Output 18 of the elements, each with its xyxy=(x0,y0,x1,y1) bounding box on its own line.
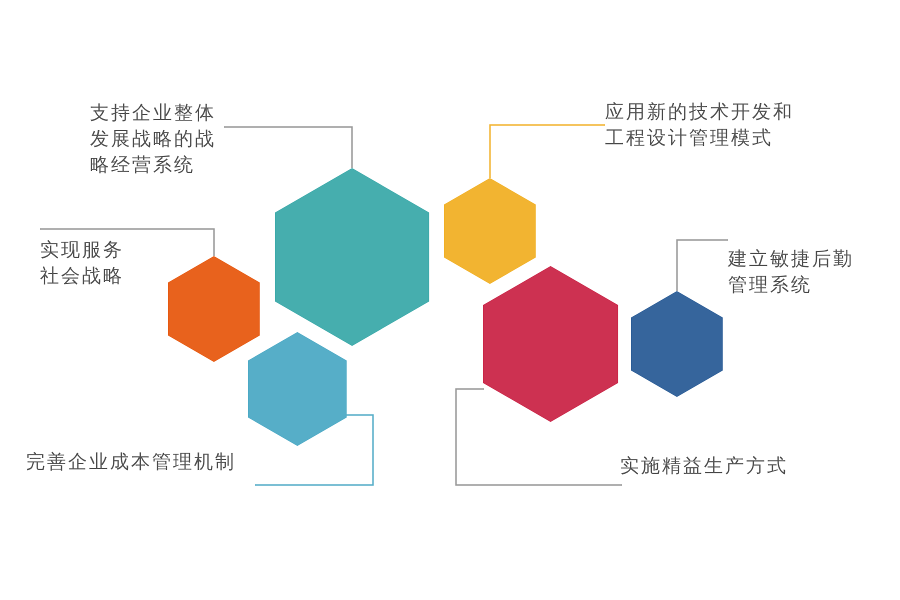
callout-text: 实施精益生产方式 xyxy=(620,453,800,485)
callout-text: 建立敏捷后勤管理系统 xyxy=(728,240,866,304)
leader-line xyxy=(40,228,215,256)
leader-line xyxy=(224,126,353,168)
leader-line xyxy=(455,388,622,486)
leader-line xyxy=(489,124,605,178)
hexagon-shape xyxy=(168,256,260,362)
hexagon-shape xyxy=(274,168,430,346)
hexagon-shape xyxy=(248,332,346,446)
leader-line xyxy=(676,239,728,291)
hexagon-shape xyxy=(483,266,619,422)
hexagon-shape xyxy=(631,291,723,397)
hexagon-shape xyxy=(444,178,536,284)
callout-text: 完善企业成本管理机制 xyxy=(26,449,276,485)
leader-line xyxy=(255,414,374,486)
callout-text: 应用新的技术开发和工程设计管理模式 xyxy=(605,99,805,157)
callout-text: 支持企业整体发展战略的战略经营系统 xyxy=(90,100,224,184)
callout-text: 实现服务社会战略 xyxy=(40,229,136,293)
